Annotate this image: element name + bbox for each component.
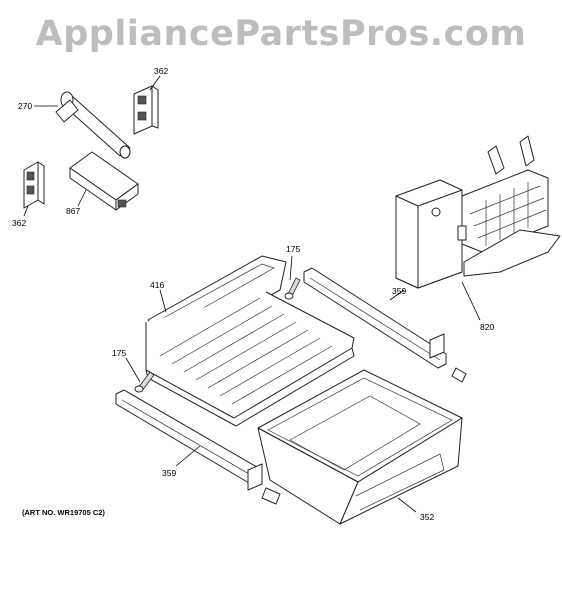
callout-867: 867 <box>66 206 80 216</box>
part-867-cup[interactable] <box>69 151 139 211</box>
leader-lines <box>23 75 481 513</box>
part-362-bracket-top[interactable] <box>133 85 159 135</box>
callout-175-top: 175 <box>286 244 300 254</box>
callout-416: 416 <box>150 280 164 290</box>
callout-labels: 270 362 362 867 175 416 359 175 820 359 … <box>12 66 494 522</box>
part-270-fill-tube[interactable] <box>55 91 131 159</box>
watermark-logo-text: AppliancePartsPros.com <box>35 14 527 54</box>
part-820-ice-maker[interactable] <box>395 135 561 289</box>
callout-352: 352 <box>420 512 434 522</box>
part-359-rail-left[interactable] <box>115 389 281 505</box>
callout-820: 820 <box>480 322 494 332</box>
callout-175-left: 175 <box>112 348 126 358</box>
part-362-bracket-left[interactable] <box>23 161 45 209</box>
part-352-ice-bin[interactable] <box>257 369 463 525</box>
callout-359-right: 359 <box>392 286 406 296</box>
callout-359-left: 359 <box>162 468 176 478</box>
callout-270: 270 <box>18 101 32 111</box>
part-416-shelf[interactable] <box>145 255 355 427</box>
part-175-screw-top[interactable] <box>284 277 301 300</box>
part-175-screw-left[interactable] <box>134 371 155 393</box>
art-number: (ART NO. WR19705 C2) <box>22 508 105 517</box>
part-359-rail-right[interactable] <box>303 267 467 383</box>
callout-362-top: 362 <box>154 66 168 76</box>
callout-362-left: 362 <box>12 218 26 228</box>
